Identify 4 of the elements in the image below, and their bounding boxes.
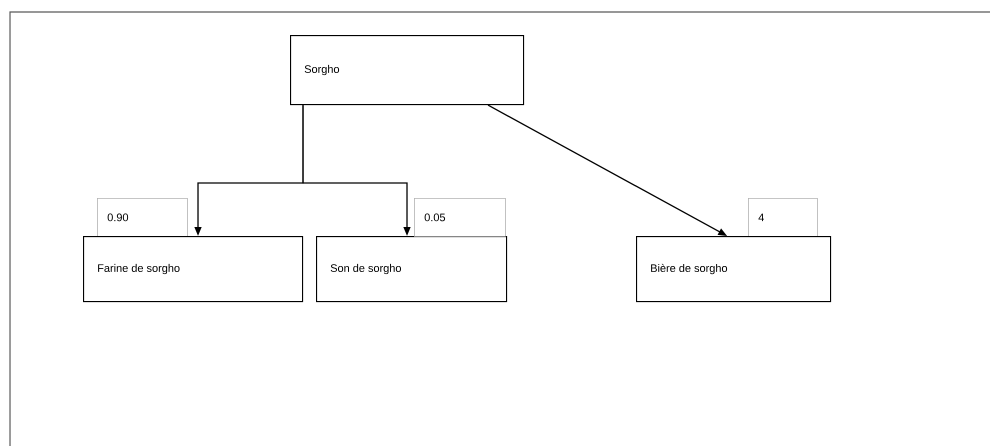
value-box: 0.90 xyxy=(97,198,188,237)
process-box: Sorgho xyxy=(290,35,524,106)
value-box: 4 xyxy=(748,198,818,237)
value-box: 0.05 xyxy=(414,198,506,237)
